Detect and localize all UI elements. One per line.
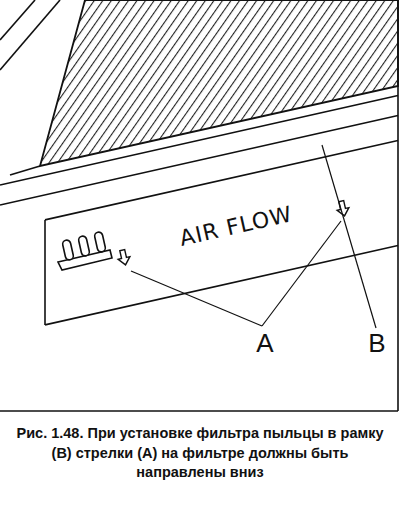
figure-caption: Рис. 1.48. При установке фильтра пыльцы …	[10, 424, 390, 483]
callout-letter: A	[256, 328, 273, 359]
callout-letter: B	[368, 328, 385, 359]
airflow-marking: AIR FLOW	[175, 201, 297, 252]
